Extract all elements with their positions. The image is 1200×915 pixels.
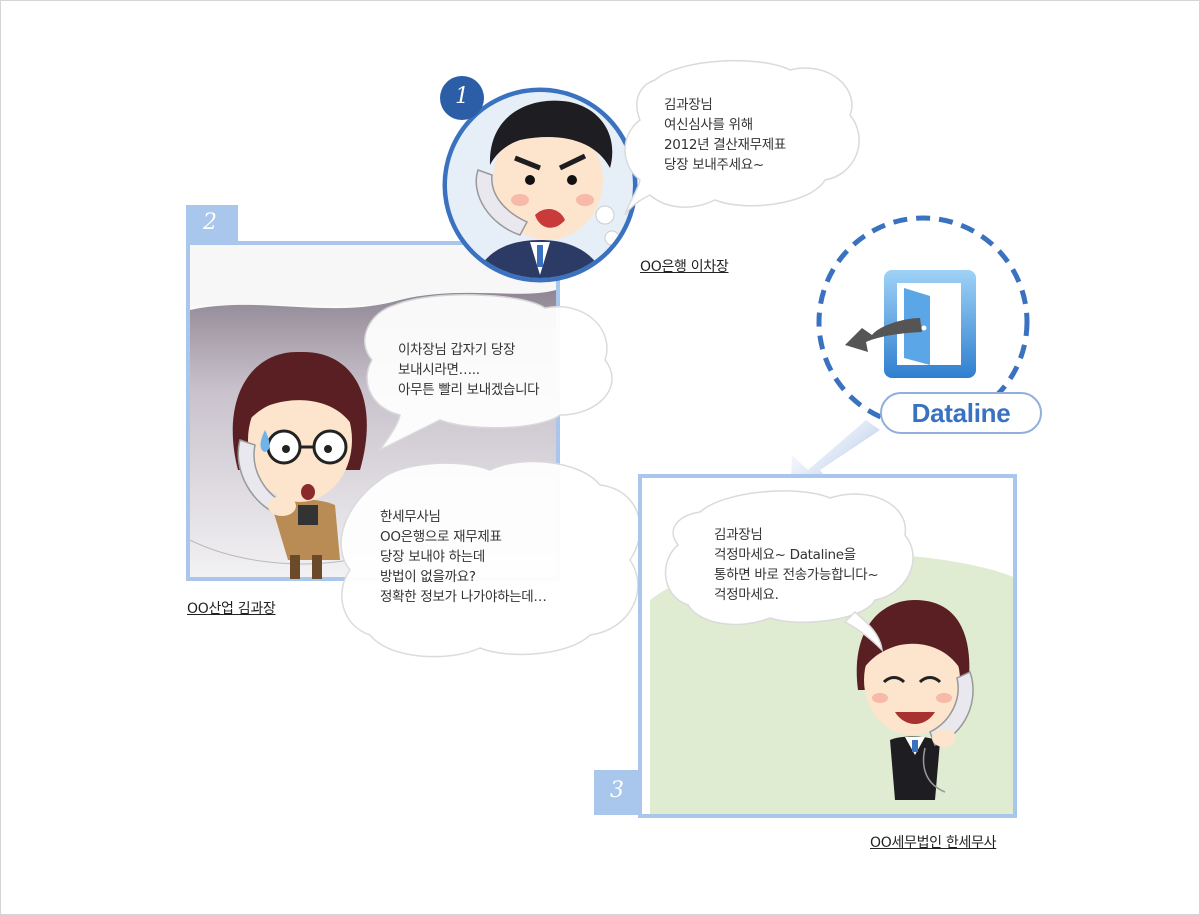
speech-text-2b: 한세무사님 OO은행으로 재무제표 당장 보내야 하는데 방법이 없을까요? 정… (380, 509, 547, 605)
step-2-number: 2 (203, 210, 217, 235)
speech-text-2a: 이차장님 갑자기 당장 보내시라면….. 아무튼 빨리 보내겠습니다 (398, 342, 540, 398)
dataline-label: Dataline (880, 392, 1042, 434)
speech-text-1: 김과장님 여신심사를 위해 2012년 결산재무제표 당장 보내주세요~ (664, 97, 786, 173)
step-2-caption: OO산업 김과장 (187, 601, 276, 617)
step-3-caption: OO세무법인 한세무사 (870, 835, 997, 851)
step-3-number: 3 (610, 778, 624, 803)
step-1-number: 1 (455, 84, 469, 109)
step-1-caption: OO은행 이차장 (640, 259, 729, 275)
speech-text-3: 김과장님 걱정마세요~ Dataline을 통하면 바로 전송가능합니다~ 걱정… (714, 527, 879, 603)
